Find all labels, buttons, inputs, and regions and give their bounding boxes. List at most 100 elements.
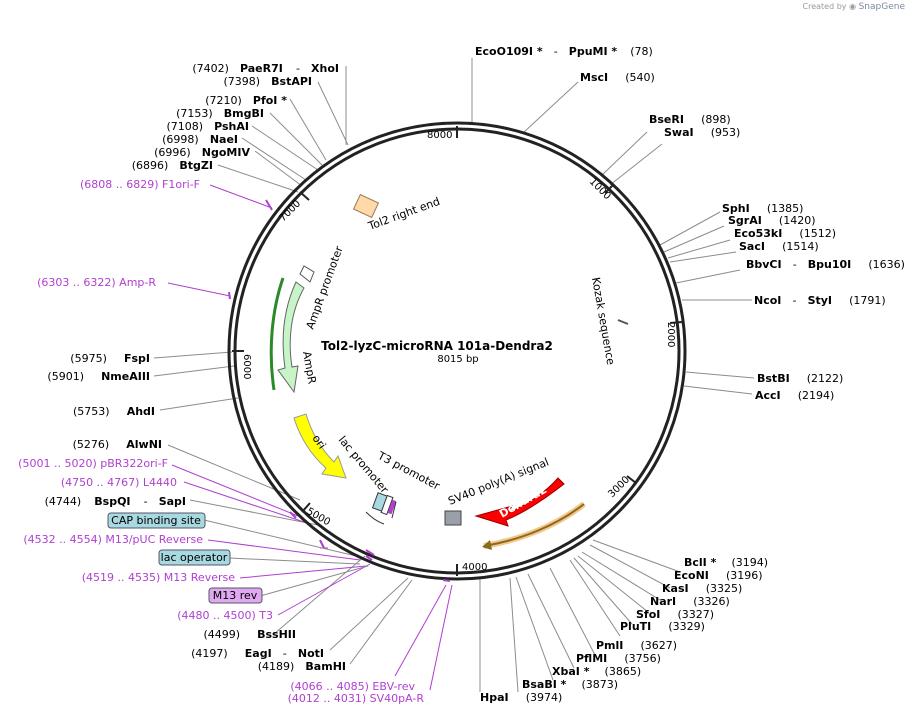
tol2-right-end-box: [352, 193, 380, 219]
enzyme-leader-lines: [153, 58, 755, 693]
tick-label-8000: 8000: [427, 130, 452, 141]
enzyme-pluti: PluTI (3329): [620, 615, 705, 634]
ampr-arrow: [277, 281, 305, 394]
enzyme-bmgbi-pos: (7153): [176, 107, 213, 120]
enzyme-sapi-name: SapI: [159, 495, 186, 508]
enzyme-xhoi-name: XhoI: [311, 62, 339, 75]
enzyme-ncoi-name: NcoI: [754, 294, 781, 307]
enzyme-bseri: BseRI (898): [649, 108, 731, 127]
primer-labels: (6808 .. 6829) F1ori-F (6303 .. 6322) Am…: [18, 178, 424, 705]
snapgene-credit: Created by ◉ SnapGene: [803, 2, 906, 12]
enzyme-pflmi-name: PflMI: [576, 652, 607, 665]
cap-binding-site-label: CAP binding site: [111, 514, 201, 527]
lac-promoter-label: lac promoter: [336, 434, 392, 497]
tol2-right-end-label: Tol2 right end: [366, 195, 442, 233]
enzyme-sphi: SphI (1385): [722, 197, 803, 216]
primer-m13puc-label: (4532 .. 4554) M13/pUC Reverse: [23, 533, 203, 546]
enzyme-btgzi-pos: (6896): [132, 159, 169, 172]
enzyme-saci-pos: (1514): [782, 240, 819, 253]
enzyme-styi-name: StyI: [808, 294, 832, 307]
enzyme-eagi-pos: (4197): [191, 647, 228, 660]
ampr-label: AmpR: [300, 350, 319, 385]
enzyme-naei: (6998) NaeI: [162, 128, 238, 147]
enzyme-ncoi: NcoI - StyI (1791): [754, 289, 886, 308]
enzyme-nari: NarI (3326): [650, 590, 730, 609]
enzyme-sphi-pos: (1385): [767, 202, 804, 215]
enzyme-ngomiv-name: NgoMIV: [202, 146, 251, 159]
enzyme-paer7i-sep: -: [296, 62, 300, 75]
enzyme-ecoo109i-pos: (78): [630, 45, 653, 58]
credit-brand: SnapGene: [858, 2, 905, 12]
enzyme-pfoi-pos: (7210): [205, 94, 242, 107]
primer-l4440-label: (4750 .. 4767) L4440: [61, 476, 177, 489]
enzyme-bsshii-pos: (4499): [203, 628, 240, 641]
enzyme-pmli-name: PmlI: [596, 639, 623, 652]
primer-sv40pa-label: (4012 .. 4031) SV40pA-R: [288, 692, 425, 705]
enzyme-naei-name: NaeI: [210, 133, 238, 146]
enzyme-bamhi-pos: (4189): [258, 660, 295, 673]
enzyme-sgrai: SgrAI (1420): [728, 209, 816, 228]
enzyme-kasi: KasI (3325): [662, 577, 742, 596]
enzyme-pshai: (7108) PshAI: [166, 115, 249, 134]
enzyme-bsabi-pos: (3873): [582, 678, 619, 691]
primer-pbr322-label: (5001 .. 5020) pBR322ori-F: [18, 457, 168, 470]
enzyme-ppumi-name: PpuMI *: [569, 45, 618, 58]
enzyme-eagi-name: EagI: [245, 647, 272, 660]
enzyme-bstbi-name: BstBI: [757, 372, 790, 385]
enzyme-ncoi-sep: -: [792, 294, 796, 307]
enzyme-bspqi-name: BspQI: [94, 495, 130, 508]
tick-label-7000: 7000: [277, 198, 303, 224]
enzyme-hpai-pos: (3974): [526, 691, 563, 704]
enzyme-sgrai-name: SgrAI: [728, 214, 762, 227]
enzyme-paer7i: (7402) PaeR7I - XhoI: [192, 57, 339, 76]
enzyme-acci-name: AccI: [755, 389, 781, 402]
enzyme-naei-pos: (6998): [162, 133, 199, 146]
enzyme-bmgbi-name: BmgBI: [224, 107, 264, 120]
enzyme-saci-name: SacI: [739, 240, 765, 253]
enzyme-xbai: XbaI * (3865): [552, 660, 641, 679]
enzyme-econi: EcoNI (3196): [674, 564, 763, 583]
enzyme-bsshii-name: BssHII: [257, 628, 296, 641]
enzyme-kasi-pos: (3325): [706, 582, 743, 595]
enzyme-bspqi: (4744) BspQI - SapI: [45, 490, 186, 509]
enzyme-ahdi-name: AhdI: [127, 405, 155, 418]
enzyme-bamhi-name: BamHI: [305, 660, 346, 673]
enzyme-pfoi: (7210) PfoI *: [205, 89, 287, 108]
enzyme-bsabi: BsaBI * (3873): [522, 673, 618, 692]
ampr-promoter-arrow: [299, 265, 315, 283]
enzyme-swai-name: SwaI: [664, 126, 694, 139]
enzyme-acci-pos: (2194): [798, 389, 835, 402]
dendra2-label: Dendra2: [497, 483, 549, 521]
kozak-mark: [617, 319, 629, 325]
enzyme-bstapi: (7398) BstAPI: [223, 70, 312, 89]
enzyme-swai: SwaI (953): [664, 121, 740, 140]
enzyme-labels-right: EcoO109I * - PpuMI * (78) MscI (540) Bse…: [475, 40, 905, 704]
enzyme-bspqi-pos: (4744): [45, 495, 82, 508]
enzyme-bbvci: BbvCI - Bpu10I (1636): [746, 253, 905, 272]
enzyme-pshai-pos: (7108): [166, 120, 203, 133]
sv40-polya-box: [444, 510, 462, 526]
enzyme-hpai-name: HpaI: [480, 691, 509, 704]
tick-label-4000: 4000: [462, 562, 487, 573]
enzyme-paer7i-pos: (7402): [192, 62, 229, 75]
enzyme-ahdi-pos: (5753): [73, 405, 110, 418]
enzyme-ecoo109i-name: EcoO109I *: [475, 45, 543, 58]
enzyme-bsshii: (4499) BssHII: [203, 623, 296, 642]
enzyme-bstapi-pos: (7398): [223, 75, 260, 88]
enzyme-noti-name: NotI: [298, 647, 324, 660]
enzyme-bbvci-pos: (1636): [868, 258, 905, 271]
enzyme-pmli: PmlI (3627): [596, 634, 677, 653]
enzyme-bsabi-name: BsaBI *: [522, 678, 567, 691]
enzyme-eagi-sep: -: [283, 647, 287, 660]
enzyme-ecoo109i: EcoO109I * - PpuMI * (78): [475, 40, 653, 59]
m13-rev-badge: M13 rev: [208, 587, 263, 604]
tick-label-6000: 6000: [241, 354, 252, 379]
enzyme-xbai-name: XbaI *: [552, 665, 590, 678]
enzyme-sfoi: SfoI (3327): [636, 603, 714, 622]
enzyme-alwni-pos: (5276): [73, 438, 110, 451]
enzyme-alwni-name: AlwNI: [126, 438, 162, 451]
enzyme-msci-name: MscI: [580, 71, 608, 84]
snapgene-logo-icon: ◉: [849, 2, 857, 11]
enzyme-ecoo109i-sep: -: [554, 45, 558, 58]
